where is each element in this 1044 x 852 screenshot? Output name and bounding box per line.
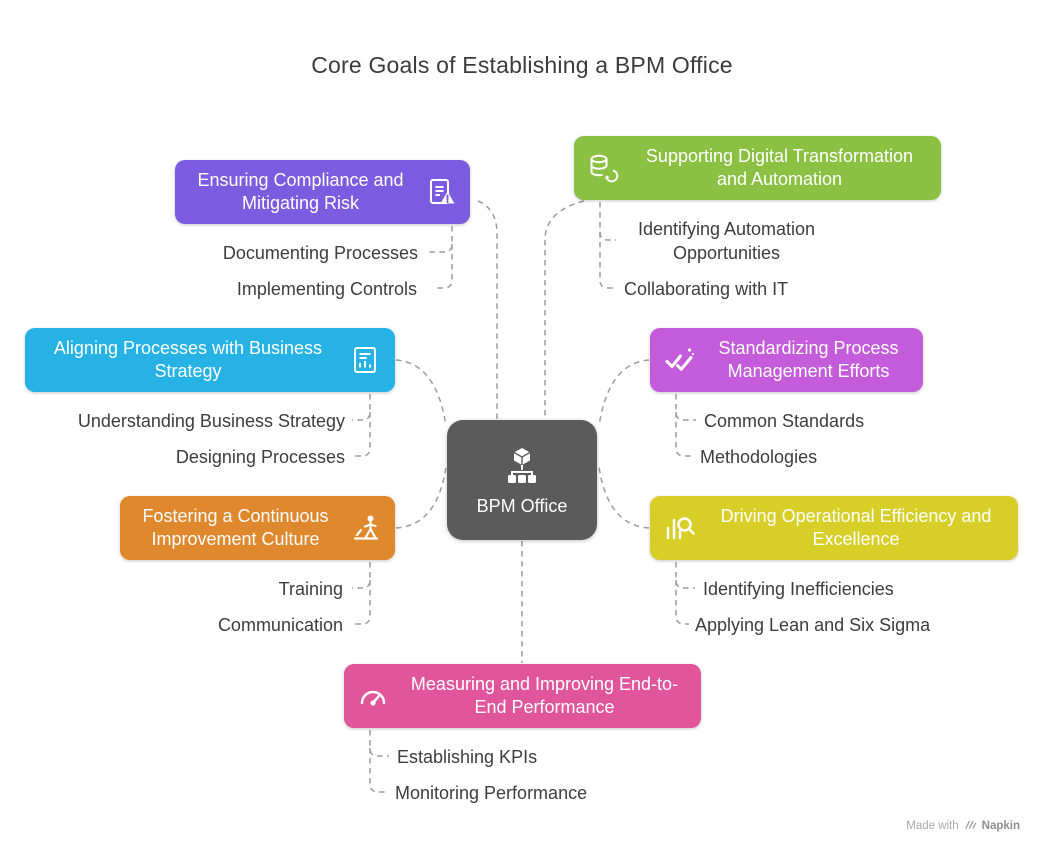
- subitem-understanding-business-strategy: Understanding Business Strategy: [77, 411, 345, 431]
- page-title: Core Goals of Establishing a BPM Office: [311, 52, 733, 78]
- branch-title-standardization: Standardizing Process Management Efforts: [718, 337, 899, 381]
- hierarchy-icon: [500, 444, 544, 488]
- automation-database-icon: [586, 151, 620, 185]
- branch-node-standardization: Standardizing Process Management Efforts: [650, 328, 923, 392]
- subitem-applying-lean-six-sigma: Applying Lean and Six Sigma: [695, 615, 931, 635]
- branch-node-compliance: Ensuring Compliance and Mitigating Risk: [175, 160, 470, 224]
- strategy-document-icon: [349, 343, 383, 377]
- branch-node-efficiency: Driving Operational Efficiency and Excel…: [650, 496, 1018, 560]
- improvement-person-icon: [349, 511, 383, 545]
- subitem-training: Training: [278, 579, 343, 599]
- subitem-communication: Communication: [217, 615, 343, 635]
- branch-node-performance: Measuring and Improving End-to-End Perfo…: [344, 664, 701, 728]
- gauge-icon: [356, 679, 390, 713]
- branch-node-digital-transformation: Supporting Digital Transformation and Au…: [574, 136, 941, 200]
- double-check-icon: [662, 343, 696, 377]
- clipboard-warning-icon: [424, 175, 458, 209]
- watermark-prefix: Made with: [906, 820, 959, 832]
- subitem-documenting-processes: Documenting Processes: [222, 243, 418, 263]
- center-node-label: BPM Office: [476, 495, 568, 516]
- branch-title-alignment: Aligning Processes with Business Strateg…: [53, 337, 323, 381]
- branch-node-alignment: Aligning Processes with Business Strateg…: [25, 328, 395, 392]
- center-node-bpm-office: BPM Office: [447, 420, 597, 540]
- subitem-establishing-kpis: Establishing KPIs: [397, 747, 538, 767]
- subitem-collaborating-with-it: Collaborating with IT: [624, 279, 789, 299]
- subitem-identifying-automation-opportunities: Identifying Automation Opportunities: [637, 219, 816, 263]
- subitem-monitoring-performance: Monitoring Performance: [395, 783, 588, 803]
- branch-title-performance: Measuring and Improving End-to-End Perfo…: [410, 673, 679, 717]
- watermark: Made with Napkin: [906, 818, 1020, 834]
- subitem-methodologies: Methodologies: [700, 447, 818, 467]
- branch-title-efficiency: Driving Operational Efficiency and Excel…: [720, 505, 992, 549]
- subitem-designing-processes: Designing Processes: [175, 447, 345, 467]
- branch-title-culture: Fostering a Continuous Improvement Cultu…: [142, 505, 329, 549]
- branch-title-digital-transformation: Supporting Digital Transformation and Au…: [645, 145, 914, 189]
- chart-magnifier-icon: [662, 511, 696, 545]
- napkin-logo-icon: [964, 818, 977, 834]
- branch-title-compliance: Ensuring Compliance and Mitigating Risk: [197, 169, 404, 213]
- subitem-common-standards: Common Standards: [704, 411, 865, 431]
- branch-node-culture: Fostering a Continuous Improvement Cultu…: [120, 496, 395, 560]
- subitem-implementing-controls: Implementing Controls: [236, 279, 417, 299]
- watermark-brand: Napkin: [981, 820, 1020, 832]
- subitem-identifying-inefficiencies: Identifying Inefficiencies: [703, 579, 894, 599]
